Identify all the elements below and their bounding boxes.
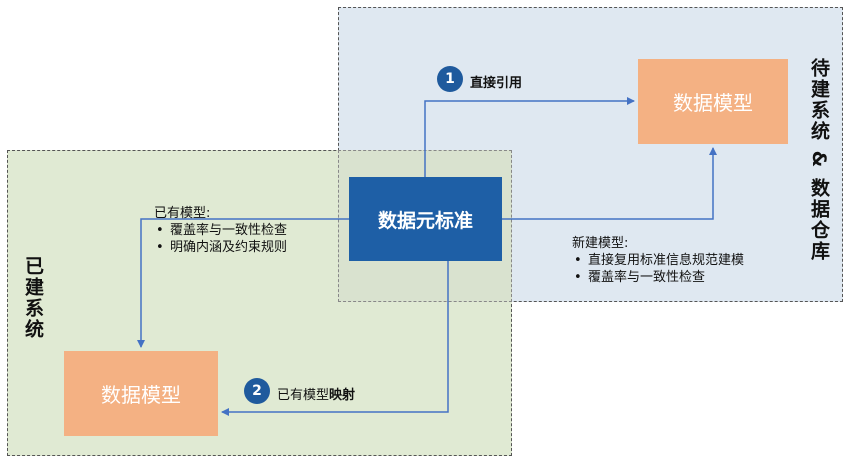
step-badge-1: 1 bbox=[437, 66, 463, 92]
arrow-direct-reference bbox=[424, 97, 635, 177]
data-model-box-existing: 数据模型 bbox=[64, 351, 218, 436]
pending-system-label: 待建系统 & 数据仓库 bbox=[808, 58, 830, 262]
existing-model-note-title: 已有模型: bbox=[154, 206, 211, 221]
arrow-existing-model bbox=[137, 218, 349, 348]
mapping-label: 已有模型映射 bbox=[277, 384, 355, 403]
arrow-mapping bbox=[221, 261, 449, 416]
direct-reference-label: 直接引用 bbox=[470, 76, 523, 91]
data-element-standard-box: 数据元标准 bbox=[349, 177, 502, 261]
data-model-box-pending: 数据模型 bbox=[638, 59, 788, 144]
new-model-note: 新建模型: 直接复用标准信息规范建模 覆盖率与一致性检查 bbox=[572, 235, 744, 286]
step-badge-2: 2 bbox=[244, 378, 270, 404]
new-model-note-title: 新建模型: bbox=[572, 236, 629, 251]
mapping-label-prefix: 已有模型 bbox=[277, 388, 330, 403]
existing-model-note-item: 覆盖率与一致性检查 bbox=[154, 222, 287, 239]
existing-system-label: 已建系统 bbox=[22, 256, 44, 340]
arrow-new-model bbox=[502, 147, 717, 220]
mapping-label-bold: 映射 bbox=[329, 388, 356, 403]
new-model-note-item: 直接复用标准信息规范建模 bbox=[572, 252, 744, 269]
existing-model-note: 已有模型: 覆盖率与一致性检查 明确内涵及约束规则 bbox=[154, 205, 287, 256]
new-model-note-item: 覆盖率与一致性检查 bbox=[572, 269, 744, 286]
existing-model-note-item: 明确内涵及约束规则 bbox=[154, 239, 287, 256]
